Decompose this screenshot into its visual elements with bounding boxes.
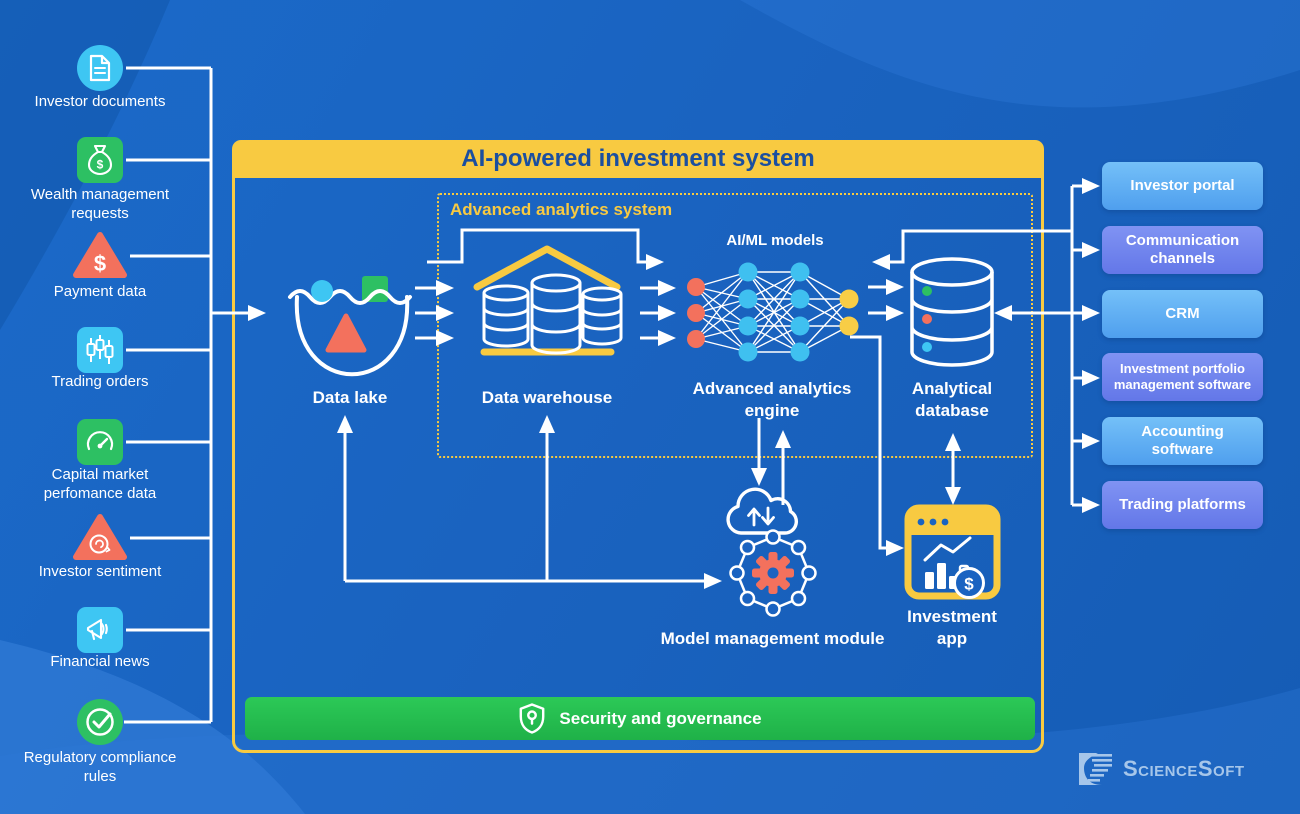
data-lake-label: Data lake — [312, 388, 388, 407]
integration-trading-platforms: Trading platforms — [1102, 481, 1263, 529]
candlestick-chart-icon — [77, 327, 123, 373]
advanced-analytics-box — [437, 193, 1033, 458]
payment-dollar-triangle-icon: $ — [72, 230, 128, 280]
gauge-icon — [77, 419, 123, 465]
sciencesoft-logo-text: ScienceSoft — [1123, 756, 1245, 781]
source-label-financial-news: Financial news — [50, 653, 150, 670]
security-governance-bar: Security and governance — [245, 697, 1035, 740]
integration-crm: CRM — [1102, 290, 1263, 338]
data-warehouse-label: Data warehouse — [481, 388, 613, 407]
check-circle-icon — [77, 699, 123, 745]
money-bag-icon: $ — [77, 137, 123, 183]
analytical-database-label: Analytical database — [911, 379, 993, 420]
aiml-models-label: AI/ML models — [726, 232, 824, 249]
integration-investor-portal: Investor portal — [1102, 162, 1263, 210]
source-label-payment-data: Payment data — [53, 283, 147, 300]
sciencesoft-logo-icon — [1079, 753, 1112, 785]
sciencesoft-logo: ScienceSoft — [1078, 752, 1245, 786]
source-label-wealth-management: Wealth management requests — [30, 186, 170, 223]
system-title: AI-powered investment system — [461, 145, 815, 172]
source-label-investor-documents: Investor documents — [34, 93, 166, 110]
security-governance-label: Security and governance — [559, 708, 762, 728]
shield-icon — [519, 703, 545, 734]
investment-app-label: Investment app — [907, 607, 997, 648]
mind-triangle-icon — [72, 512, 128, 562]
analytics-engine-label: Advanced analytics engine — [692, 379, 852, 420]
svg-text:$: $ — [97, 158, 104, 172]
model-management-label: Model management module — [660, 629, 885, 648]
integration-portfolio-software: Investment portfolio management software — [1102, 353, 1263, 401]
source-label-capital-market: Capital market perfomance data — [43, 466, 157, 503]
source-label-regulatory-compliance: Regulatory compliance rules — [23, 749, 177, 786]
source-label-investor-sentiment: Investor sentiment — [38, 563, 162, 580]
megaphone-icon — [77, 607, 123, 653]
document-icon — [77, 45, 123, 91]
integration-accounting-software: Accounting software — [1102, 417, 1263, 465]
source-label-trading-orders: Trading orders — [51, 373, 149, 390]
svg-text:$: $ — [94, 251, 106, 276]
advanced-analytics-title: Advanced analytics system — [450, 200, 673, 219]
system-title-bar: AI-powered investment system — [232, 140, 1044, 178]
integration-communication-channels: Communication channels — [1102, 226, 1263, 274]
